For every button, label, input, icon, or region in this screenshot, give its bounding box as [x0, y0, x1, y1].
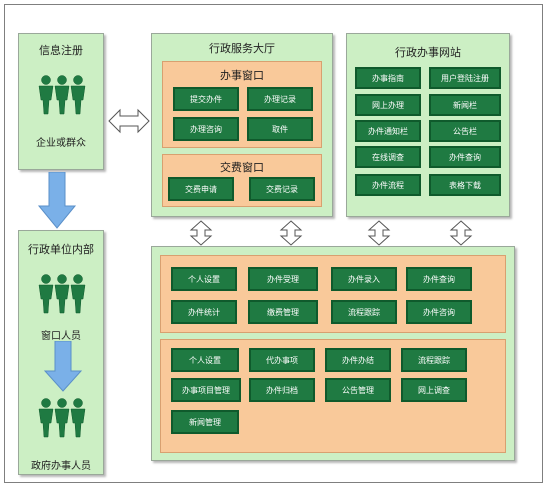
- guide-button[interactable]: 办事指南: [355, 67, 421, 89]
- payment-apply-button[interactable]: 交费申请: [168, 177, 234, 201]
- down-arrow-icon: [43, 341, 83, 392]
- case-query-button[interactable]: 办件查询: [406, 267, 472, 291]
- gov-staff-caption: 政府办事人员: [31, 461, 91, 472]
- news-column-button[interactable]: 新闻栏: [429, 94, 501, 116]
- announcement-button[interactable]: 公告栏: [429, 120, 501, 142]
- case-complete-button[interactable]: 办件办结: [325, 348, 391, 372]
- double-arrow-icon: [449, 220, 473, 246]
- backend-top-box: 个人设置 办件受理 办件录入 办件查询 办件统计 缴费管理 流程跟踪 办件咨询: [160, 255, 506, 333]
- handling-record-button[interactable]: 办理记录: [247, 87, 313, 111]
- payment-window-box: 交费窗口 交费申请 交费记录: [162, 154, 322, 207]
- website-title: 行政办事网站: [395, 46, 461, 59]
- people-group-icon: [38, 398, 86, 438]
- double-arrow-icon: [279, 220, 303, 246]
- pickup-button[interactable]: 取件: [247, 117, 313, 141]
- backend-bottom-box: 个人设置 代办事项 办件办结 流程跟踪 办事项目管理 办件归档 公告管理 网上调…: [160, 339, 506, 453]
- flow-tracking-button[interactable]: 流程跟踪: [331, 300, 397, 324]
- website-panel: 行政办事网站 办事指南 用户登陆注册 网上办理 新闻栏 办件通知栏 公告栏 在线…: [346, 33, 510, 217]
- case-notice-button[interactable]: 办件通知栏: [355, 120, 421, 142]
- registration-panel: 信息注册 企业或群众: [18, 33, 104, 170]
- registration-title: 信息注册: [39, 44, 83, 57]
- payment-window-title: 交费窗口: [220, 161, 264, 174]
- case-flow-button[interactable]: 办件流程: [355, 174, 421, 196]
- backend-panel: 个人设置 办件受理 办件录入 办件查询 办件统计 缴费管理 流程跟踪 办件咨询 …: [151, 246, 515, 461]
- people-group-icon: [38, 274, 86, 314]
- handling-consult-button[interactable]: 办理咨询: [173, 117, 239, 141]
- payment-record-button[interactable]: 交费记录: [249, 177, 315, 201]
- down-arrow-icon: [37, 172, 77, 229]
- internal-panel: 行政单位内部 窗口人员 政府办事人员: [18, 230, 104, 475]
- case-archive-button[interactable]: 办件归档: [249, 378, 315, 402]
- form-download-button[interactable]: 表格下载: [429, 174, 501, 196]
- double-arrow-icon: [367, 220, 391, 246]
- announcement-management-button[interactable]: 公告管理: [325, 378, 391, 402]
- login-register-button[interactable]: 用户登陆注册: [429, 67, 501, 89]
- payment-management-button[interactable]: 缴费管理: [248, 300, 318, 324]
- service-hall-panel: 行政服务大厅 办事窗口 提交办件 办理记录 办理咨询 取件 交费窗口 交费申请 …: [151, 33, 333, 217]
- double-arrow-icon: [189, 220, 213, 246]
- service-hall-title: 行政服务大厅: [209, 42, 275, 55]
- registration-caption: 企业或群众: [36, 138, 86, 149]
- window-staff-caption: 窗口人员: [41, 331, 81, 342]
- pending-items-button[interactable]: 代办事项: [249, 348, 315, 372]
- office-window-box: 办事窗口 提交办件 办理记录 办理咨询 取件: [162, 61, 322, 148]
- personal-settings-button[interactable]: 个人设置: [171, 348, 239, 372]
- internal-title: 行政单位内部: [28, 243, 94, 256]
- double-arrow-icon: [108, 108, 150, 134]
- news-management-button[interactable]: 新闻管理: [171, 410, 239, 434]
- flow-tracking-button[interactable]: 流程跟踪: [401, 348, 467, 372]
- submit-case-button[interactable]: 提交办件: [173, 87, 239, 111]
- online-survey-button[interactable]: 在线调查: [355, 146, 421, 168]
- case-consult-button[interactable]: 办件咨询: [406, 300, 472, 324]
- case-entry-button[interactable]: 办件录入: [331, 267, 397, 291]
- online-handling-button[interactable]: 网上办理: [355, 94, 421, 116]
- case-statistics-button[interactable]: 办件统计: [171, 300, 237, 324]
- project-management-button[interactable]: 办事项目管理: [171, 378, 241, 402]
- online-survey-button[interactable]: 网上调查: [401, 378, 467, 402]
- office-window-title: 办事窗口: [220, 69, 264, 82]
- case-accept-button[interactable]: 办件受理: [248, 267, 318, 291]
- people-group-icon: [38, 75, 86, 115]
- personal-settings-button[interactable]: 个人设置: [171, 267, 237, 291]
- case-query-button[interactable]: 办件查询: [429, 146, 501, 168]
